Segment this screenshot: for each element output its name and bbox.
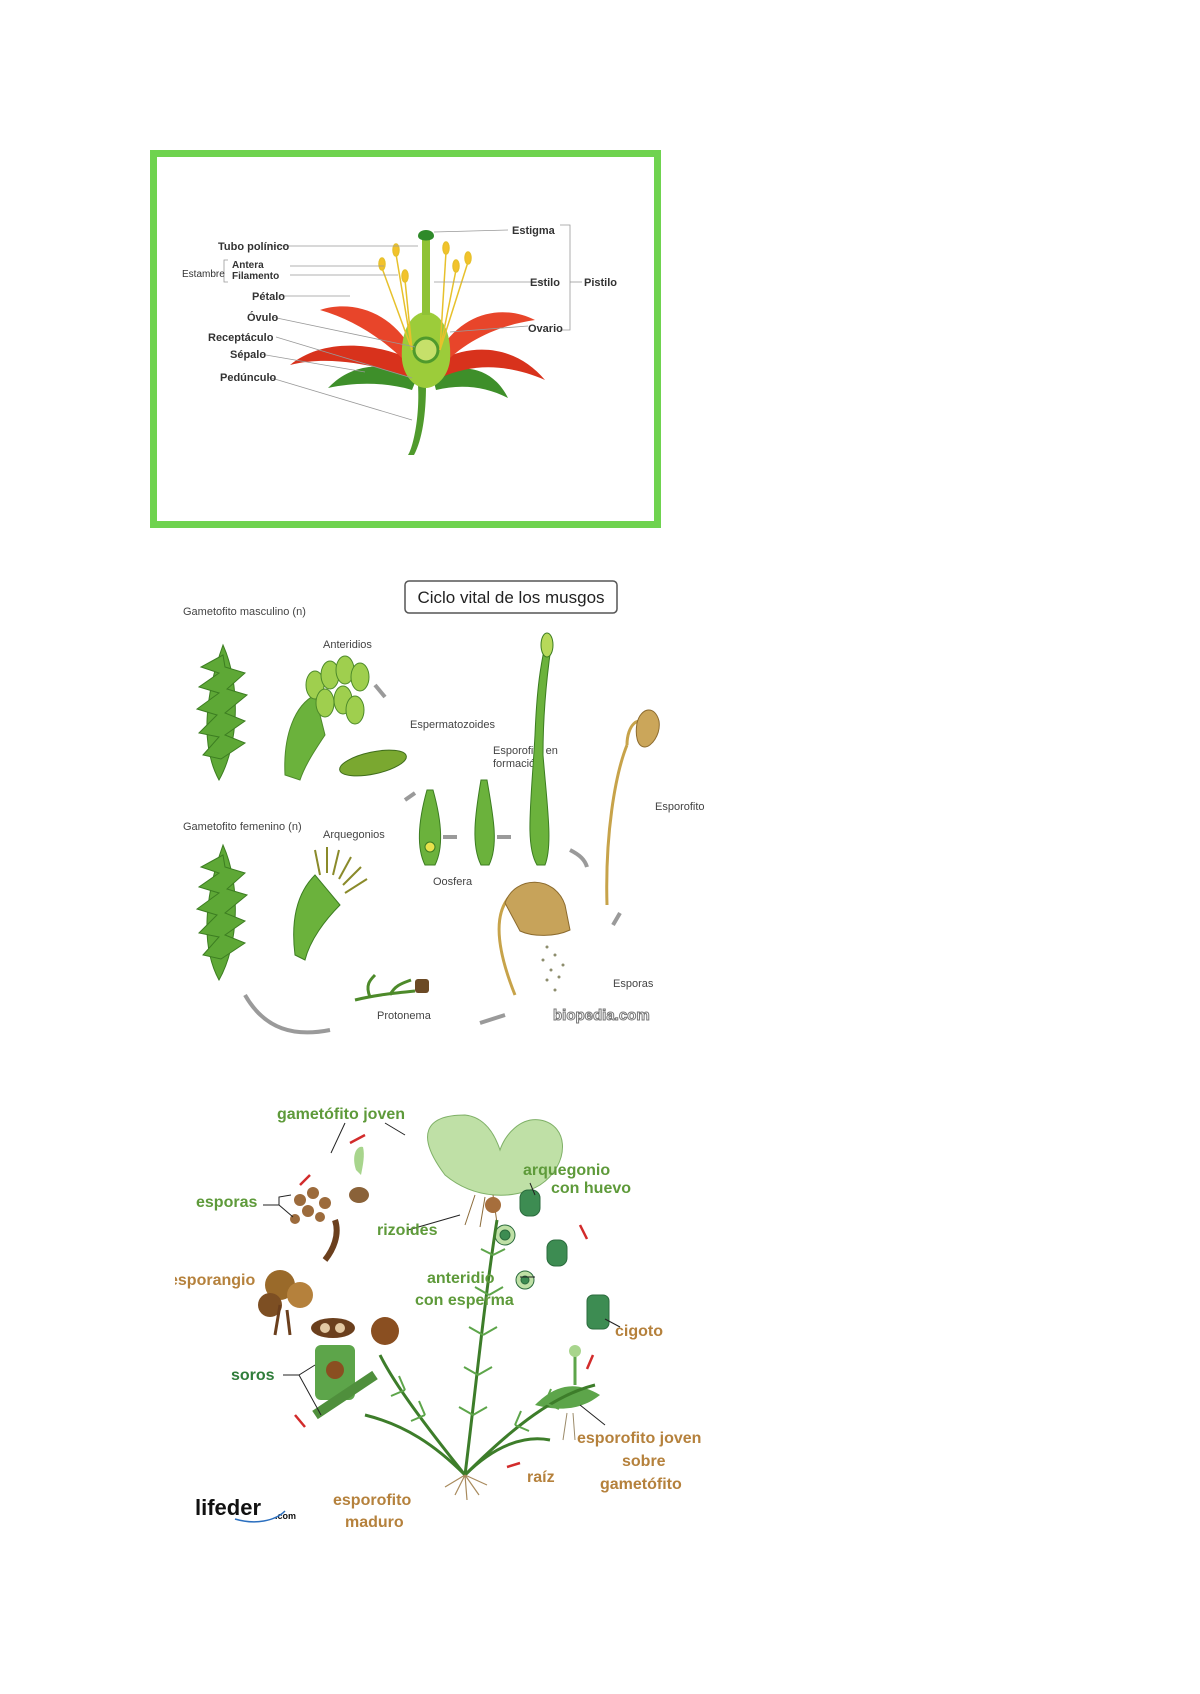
moss-capsule-releasing [497, 881, 571, 996]
fern-logo-swoosh [234, 1510, 286, 1523]
flower-petal-left [290, 345, 412, 378]
fern-leaflets [390, 1248, 560, 1432]
fern-sori [311, 1317, 399, 1420]
fern-mature-sporophyte [364, 1219, 596, 1477]
moss-label-esporofito: Esporofito [655, 801, 705, 813]
fern-label-soros: soros [231, 1367, 275, 1384]
fern-label-gametofito: gametófito [600, 1476, 682, 1493]
flower-label-estambre: Estambre [182, 269, 225, 280]
moss-protonema [354, 973, 429, 1002]
flower-petal-right-upper [440, 312, 535, 368]
fern-gametangia [494, 1189, 568, 1290]
flower-label-estilo: Estilo [530, 277, 560, 289]
moss-mature-sporophyte [605, 709, 660, 906]
moss-title: Ciclo vital de los musgos [417, 588, 604, 607]
fern-label-con-huevo: con huevo [551, 1180, 631, 1197]
flower-label-estigma: Estigma [512, 225, 556, 237]
flower-label-pistilo: Pistilo [584, 277, 617, 289]
moss-label-esporofito-form2: formación [493, 758, 541, 770]
moss-label-esporas: Esporas [613, 978, 654, 990]
flower-stem [408, 385, 426, 455]
moss-male-gametophyte [195, 643, 249, 782]
moss-cycle-diagram: Ciclo vital de los musgos Gametofito mas… [183, 580, 705, 1035]
fern-spores [290, 1187, 340, 1262]
fern-label-esporas: esporas [196, 1194, 257, 1211]
fern-label-gametofito-joven: gametófito joven [277, 1106, 405, 1123]
moss-watermark: biopedia.com [553, 1007, 650, 1024]
flower-sepal-right [432, 368, 508, 398]
fern-prothallus [427, 1114, 563, 1228]
fern-label-raiz: raíz [527, 1469, 555, 1486]
fern-logo: lifeder [195, 1495, 261, 1520]
fern-label-anteridio: anteridio [427, 1270, 495, 1287]
flower-stamens [378, 241, 472, 351]
fern-logo-suffix: .com [275, 1511, 296, 1521]
flower-style [422, 240, 430, 315]
fern-sporangium [258, 1270, 313, 1336]
fern-label-rizoides: rizoides [377, 1222, 438, 1239]
moss-label-anteridios: Anteridios [323, 639, 372, 651]
fern-cycle-diagram: gametófito joven esporas arquegonio con … [175, 1106, 701, 1531]
fern-label-esporangio: esporangio [175, 1272, 255, 1289]
fern-cycle-arrows [294, 1133, 595, 1469]
moss-label-protonema: Protonema [377, 1010, 432, 1022]
moss-label-esporofito-form: Esporofito en [493, 745, 558, 757]
moss-label-espermatozoides: Espermatozoides [410, 719, 495, 731]
flower-label-ovario: Ovario [528, 323, 563, 335]
flower-label-petalo: Pétalo [252, 291, 285, 303]
fern-young-gametophyte-sprout [349, 1146, 369, 1203]
fern-label-arquegonio: arquegonio [523, 1162, 610, 1179]
flower-label-pedunculo: Pedúnculo [220, 372, 277, 384]
moss-sperm-capsule [339, 749, 407, 777]
moss-label-oosfera: Oosfera [433, 876, 473, 888]
moss-sporophyte-development [418, 632, 554, 866]
fern-label-con-esperma: con esperma [415, 1292, 514, 1309]
moss-antheridia [284, 655, 370, 781]
flower-label-receptaculo: Receptáculo [208, 332, 274, 344]
moss-label-gam-masc: Gametofito masculino (n) [183, 606, 306, 618]
fern-roots [444, 1474, 488, 1501]
flower-label-antera: Antera [232, 260, 264, 271]
moss-title-box [404, 580, 618, 614]
flower-label-sepalo: Sépalo [230, 349, 266, 361]
flower-label-tubo: Tubo polínico [218, 241, 290, 253]
flower-label-filamento: Filamento [232, 271, 279, 282]
fern-label-maduro: maduro [345, 1514, 404, 1531]
fern-label-cigoto: cigoto [615, 1323, 663, 1340]
moss-female-gametophyte [195, 843, 249, 982]
flower-petal-left-upper [320, 306, 412, 368]
moss-label-gam-fem: Gametofito femenino (n) [183, 821, 302, 833]
fern-zygote [586, 1294, 610, 1330]
moss-archegonia [293, 847, 368, 961]
fern-label-sobre: sobre [622, 1453, 666, 1470]
flower-diagram: Tubo polínico Antera Filamento Estambre … [182, 224, 617, 455]
fern-label-esporofito-joven: esporofito joven [577, 1430, 701, 1447]
moss-label-arquegonios: Arquegonios [323, 829, 385, 841]
moss-cycle-arrows [243, 683, 622, 1035]
flower-label-ovulo: Óvulo [247, 311, 278, 324]
flower-ovule [412, 336, 440, 364]
fern-label-esporofito: esporofito [333, 1492, 411, 1509]
flower-petal-right [440, 349, 545, 380]
flower-stigma [418, 230, 434, 241]
